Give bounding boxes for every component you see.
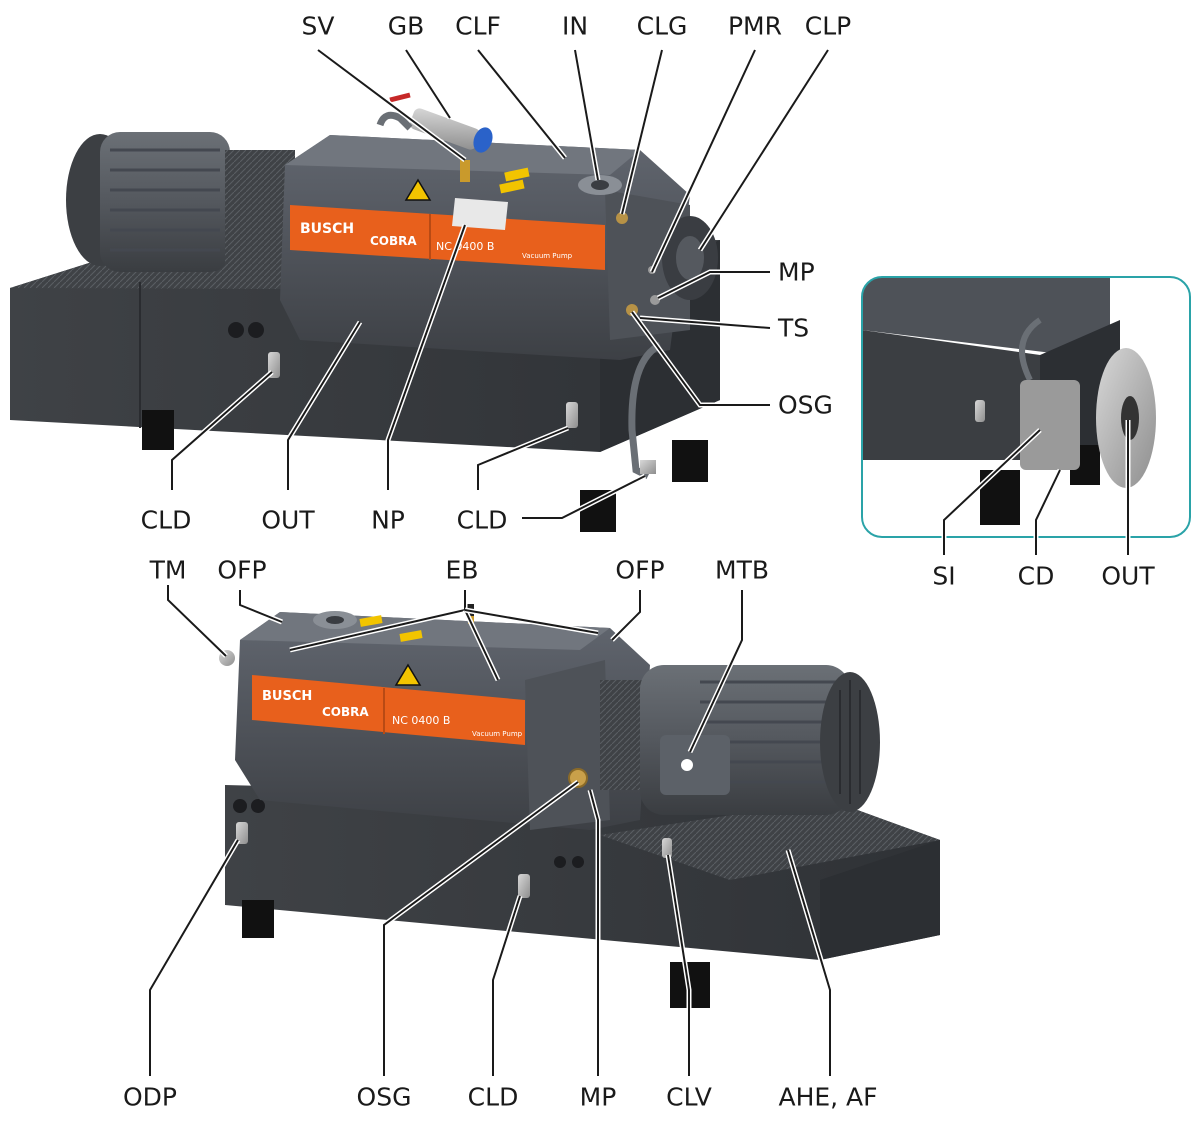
label-clv: CLV	[666, 1082, 712, 1112]
label-cld-1: CLD	[140, 505, 192, 535]
odp-valve-icon	[236, 822, 248, 844]
brand-product-bottom: COBRA	[322, 705, 369, 719]
top-foot	[672, 440, 708, 482]
label-si: SI	[932, 561, 956, 591]
top-foot	[580, 490, 616, 532]
top-end-plate	[605, 190, 690, 340]
leader-mp-top	[657, 271, 770, 299]
leader-lines	[147, 47, 1131, 1076]
leader-osg-bottom	[383, 781, 579, 1076]
label-mtb: MTB	[715, 555, 769, 585]
label-ts: TS	[778, 313, 810, 343]
motor-terminal-box	[660, 735, 730, 795]
label-clp: CLP	[804, 11, 852, 41]
bottom-pump-view: BUSCH COBRA NC 0400 B Vacuum Pump	[219, 604, 940, 1008]
label-in: IN	[561, 11, 589, 41]
label-mp-bottom: MP	[579, 1082, 617, 1112]
cld-valve-icon	[640, 460, 656, 474]
label-osg-bottom: OSG	[356, 1082, 412, 1112]
leader-cd	[1035, 469, 1061, 555]
top-foot	[142, 410, 174, 450]
top-orange-band	[290, 205, 605, 270]
clv-valve-icon	[662, 838, 672, 858]
label-clg: CLG	[636, 11, 688, 41]
leader-si	[943, 429, 1041, 555]
label-osg-top: OSG	[778, 390, 833, 420]
label-out-inset: OUT	[1101, 561, 1155, 591]
silencer	[1020, 380, 1080, 470]
bottom-base-side	[820, 840, 940, 960]
label-tm: TM	[149, 555, 187, 585]
leader-sv	[317, 49, 466, 161]
leader-gb	[405, 49, 451, 119]
nameplate	[452, 198, 508, 230]
label-ofp-2: OFP	[615, 555, 665, 585]
inset-valve-icon	[975, 400, 985, 422]
leader-cld-1	[171, 371, 273, 490]
top-pump-lid	[285, 135, 640, 175]
leader-ts	[639, 317, 771, 329]
inset-border	[861, 276, 1191, 538]
leader-ofp-2	[611, 590, 641, 641]
label-ahe-af: AHE, AF	[778, 1082, 878, 1112]
label-eb: EB	[445, 555, 479, 585]
leader-clv	[667, 854, 690, 1076]
brand-tagline-top: Vacuum Pump	[522, 252, 573, 260]
leader-pmr	[651, 49, 756, 273]
cld-valve-icon	[518, 874, 530, 898]
leader-eb-3	[464, 609, 599, 634]
bottom-end-plate	[525, 660, 610, 830]
top-motor	[100, 132, 230, 272]
inset-view	[861, 276, 1191, 538]
label-out-top: OUT	[261, 505, 315, 535]
leader-clg	[621, 49, 663, 215]
leader-tm	[167, 585, 227, 657]
warning-sign-icon	[404, 178, 432, 201]
brand-model-top: NC 0400 B	[436, 240, 494, 253]
label-mp-top: MP	[778, 257, 815, 287]
label-cd: CD	[1017, 561, 1055, 591]
brand-tagline-bottom: Vacuum Pump	[472, 730, 523, 738]
leader-np	[387, 224, 466, 490]
brand-product-top: COBRA	[370, 234, 417, 248]
leader-osg-top	[631, 311, 770, 406]
motor-terminal-logo-icon	[681, 759, 693, 771]
gas-ballast	[410, 108, 480, 150]
label-gb: GB	[387, 11, 425, 41]
leader-eb-2	[464, 609, 499, 681]
leader-clp	[699, 49, 829, 251]
top-pump-view: BUSCH COBRA NC 0400 B Vacuum Pump	[10, 92, 720, 532]
leader-odp	[149, 839, 239, 1076]
cld-valve-icon	[566, 402, 578, 428]
label-odp: ODP	[122, 1082, 178, 1112]
bottom-foot	[242, 900, 274, 938]
leader-cld-2	[477, 427, 569, 490]
brand-logo-bottom: BUSCH	[262, 689, 312, 704]
safety-valve	[460, 160, 470, 182]
bottom-base-grille	[600, 800, 940, 880]
label-ofp-1: OFP	[217, 555, 267, 585]
label-pmr: PMR	[727, 11, 783, 41]
leader-clf	[477, 49, 566, 159]
leader-ofp-1	[239, 590, 283, 623]
label-sv: SV	[301, 11, 335, 41]
bottom-orange-band	[252, 675, 525, 745]
leader-mp-bottom	[589, 789, 599, 1076]
brand-model-bottom: NC 0400 B	[392, 714, 450, 727]
leader-cld-3	[492, 895, 521, 1076]
leader-out-top	[287, 321, 361, 490]
warning-sign-icon	[394, 663, 422, 686]
leader-in	[574, 49, 599, 181]
label-cld-3: CLD	[467, 1082, 519, 1112]
leader-cld-2b	[522, 475, 646, 519]
leader-mtb	[689, 590, 743, 753]
brand-logo-top: BUSCH	[300, 221, 354, 237]
label-clf: CLF	[455, 11, 501, 41]
label-cld-2: CLD	[456, 505, 508, 535]
leader-ahe-af	[787, 849, 831, 1076]
label-np: NP	[371, 505, 405, 535]
